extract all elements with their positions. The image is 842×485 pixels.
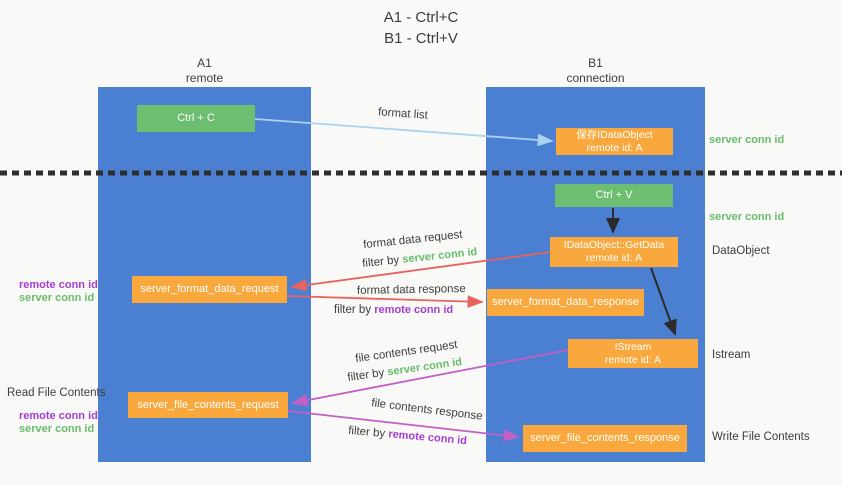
column-b1-role: connection — [566, 71, 625, 85]
node-server-format-data-response: server_format_data_response — [487, 289, 644, 316]
right-write-file-contents-label: Write File Contents — [712, 431, 810, 443]
label-file-contents-response-filter: filter by remote conn id — [348, 425, 468, 447]
node-ctrl-v-label: Ctrl + V — [595, 189, 633, 201]
filter-by-text: filter by — [361, 253, 403, 271]
node-ctrl-v: Ctrl + V — [555, 184, 673, 207]
node-server-format-data-response-label: server_format_data_response — [492, 296, 639, 308]
arrow-format-data-response — [286, 295, 484, 308]
column-header-a1: A1 remote — [98, 56, 311, 86]
label-file-contents-response: file contents response — [370, 397, 484, 423]
right-istream-label: Istream — [712, 349, 751, 361]
node-save-idataobject-line1: 保存IDataObject — [576, 128, 653, 141]
server-conn-id-tag: server conn id — [401, 245, 478, 266]
node-istream: IStream remote id: A — [568, 339, 698, 368]
node-istream-line2: remote id: A — [604, 353, 662, 366]
diagram-title: A1 - Ctrl+C B1 - Ctrl+V — [0, 7, 842, 49]
node-ctrl-c-label: Ctrl + C — [177, 112, 215, 124]
column-header-b1: B1 connection — [486, 56, 705, 86]
node-server-file-contents-response-label: server_file_contents_response — [530, 432, 680, 444]
right-server-conn-id-top: server conn id — [709, 134, 785, 146]
filter-by-text: filter by — [334, 304, 375, 316]
node-server-format-data-request-label: server_format_data_request — [140, 283, 279, 295]
node-server-format-data-request: server_format_data_request — [132, 276, 287, 303]
left-remote-conn-id-top: remote conn id — [19, 279, 98, 291]
title-line-1: A1 - Ctrl+C — [383, 9, 459, 26]
node-idataobject-getdata: IDataObject::GetData remote id: A — [550, 237, 678, 267]
node-ctrl-c: Ctrl + C — [137, 105, 255, 132]
node-server-file-contents-request-label: server_file_contents_request — [137, 398, 279, 411]
column-b1-name: B1 — [588, 56, 603, 70]
column-a1-name: A1 — [197, 56, 212, 70]
filter-by-text: filter by — [347, 424, 389, 441]
node-istream-line1: IStream — [614, 340, 652, 353]
remote-conn-id-tag: remote conn id — [387, 428, 468, 448]
label-format-data-response: format data response — [356, 283, 466, 297]
node-server-file-contents-request: server_file_contents_request — [128, 392, 288, 418]
column-a1-role: remote — [185, 71, 224, 85]
label-format-data-request: format data request — [362, 228, 464, 252]
left-remote-conn-id-bottom: remote conn id — [19, 410, 98, 422]
node-save-idataobject-line2: remote id: A — [586, 141, 643, 154]
filter-by-text: filter by — [346, 366, 389, 384]
left-read-file-contents-label: Read File Contents — [7, 387, 106, 399]
right-dataobject-label: DataObject — [712, 245, 770, 257]
label-format-list: format list — [377, 106, 429, 122]
left-server-conn-id-top: server conn id — [19, 292, 95, 304]
left-server-conn-id-bottom: server conn id — [19, 423, 95, 435]
title-line-2: B1 - Ctrl+V — [384, 30, 458, 47]
node-server-file-contents-response: server_file_contents_response — [523, 425, 687, 452]
node-idataobject-getdata-line2: remote id: A — [585, 252, 643, 264]
node-save-idataobject: 保存IDataObject remote id: A — [556, 128, 673, 155]
right-server-conn-id-mid: server conn id — [709, 211, 785, 223]
node-idataobject-getdata-line1: IDataObject::GetData — [563, 239, 665, 251]
label-format-data-request-filter: filter by server conn id — [362, 246, 478, 270]
server-conn-id-tag: server conn id — [386, 356, 463, 379]
remote-conn-id-tag: remote conn id — [374, 304, 454, 316]
label-format-data-response-filter: filter by remote conn id — [334, 304, 453, 316]
